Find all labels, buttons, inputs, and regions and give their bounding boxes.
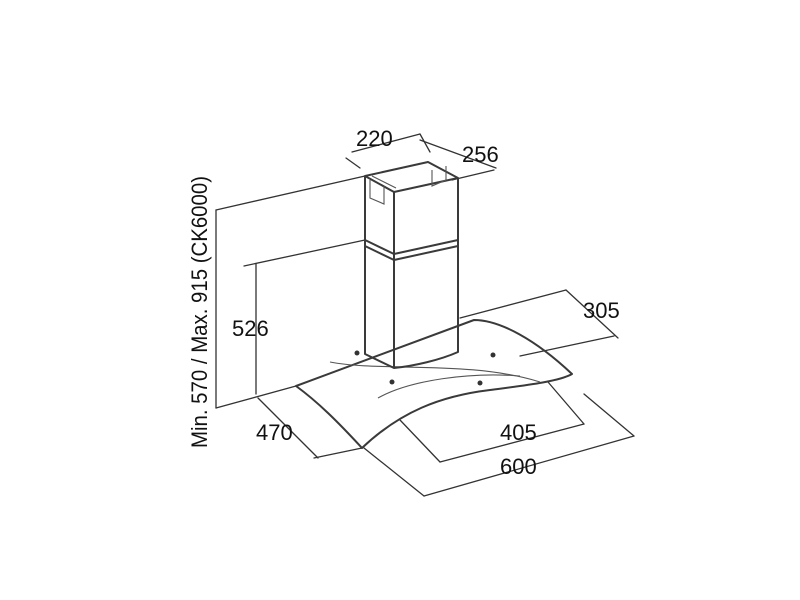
total-height-bottom-extension: [215, 385, 297, 409]
chimney-height-top-extension: [243, 239, 366, 267]
label-hood-depth: 305: [583, 298, 620, 323]
inner-width-left-extension: [399, 419, 441, 463]
chimney-width-tick-left: [345, 157, 361, 169]
glass-canopy: [295, 319, 573, 449]
label-glass-depth: 470: [256, 420, 293, 445]
screw-3: [490, 352, 496, 358]
total-height-top-extension: [215, 175, 366, 211]
chimney-width-line: [351, 133, 421, 153]
dimension-labels: 220 256 305 526 470 405 600 Min. 570 / M…: [187, 126, 620, 479]
total-width-line: [423, 435, 635, 497]
total-width-left-extension: [363, 447, 425, 497]
label-inner-width: 405: [500, 420, 537, 445]
hood-depth-top-extension: [459, 289, 567, 319]
mounting-bracket-right: [431, 166, 447, 187]
mounting-bracket-left: [369, 180, 385, 205]
label-chimney-width: 220: [356, 126, 393, 151]
glass-canopy-front-curve: [377, 374, 521, 399]
chimney-width-tick-right: [419, 133, 431, 153]
lower-chimney: [364, 239, 459, 369]
label-total-height: Min. 570 / Max. 915 (CK6000): [187, 176, 212, 448]
glass-depth-line: [257, 397, 319, 459]
label-total-width: 600: [500, 454, 537, 479]
screw-4: [477, 380, 483, 386]
label-chimney-height: 526: [232, 316, 269, 341]
chimney-depth-line: [419, 139, 497, 169]
hood-depth-bottom-extension: [519, 335, 615, 357]
bracket-top-line: [371, 175, 397, 189]
inner-width-line: [439, 423, 585, 463]
dimension-lines: [215, 133, 635, 497]
hood-depth-line: [565, 289, 619, 339]
upper-chimney: [364, 161, 459, 261]
upper-chimney-top-right: [393, 177, 459, 193]
upper-chimney-top-left: [364, 175, 395, 193]
glass-depth-tick: [313, 447, 363, 459]
screw-2: [389, 379, 395, 385]
range-hood: [295, 161, 573, 449]
inner-width-right-extension: [547, 381, 585, 425]
screw-1: [354, 350, 360, 356]
glass-canopy-inner-curve: [329, 361, 541, 383]
total-width-right-extension: [583, 393, 635, 437]
label-chimney-depth: 256: [462, 142, 499, 167]
